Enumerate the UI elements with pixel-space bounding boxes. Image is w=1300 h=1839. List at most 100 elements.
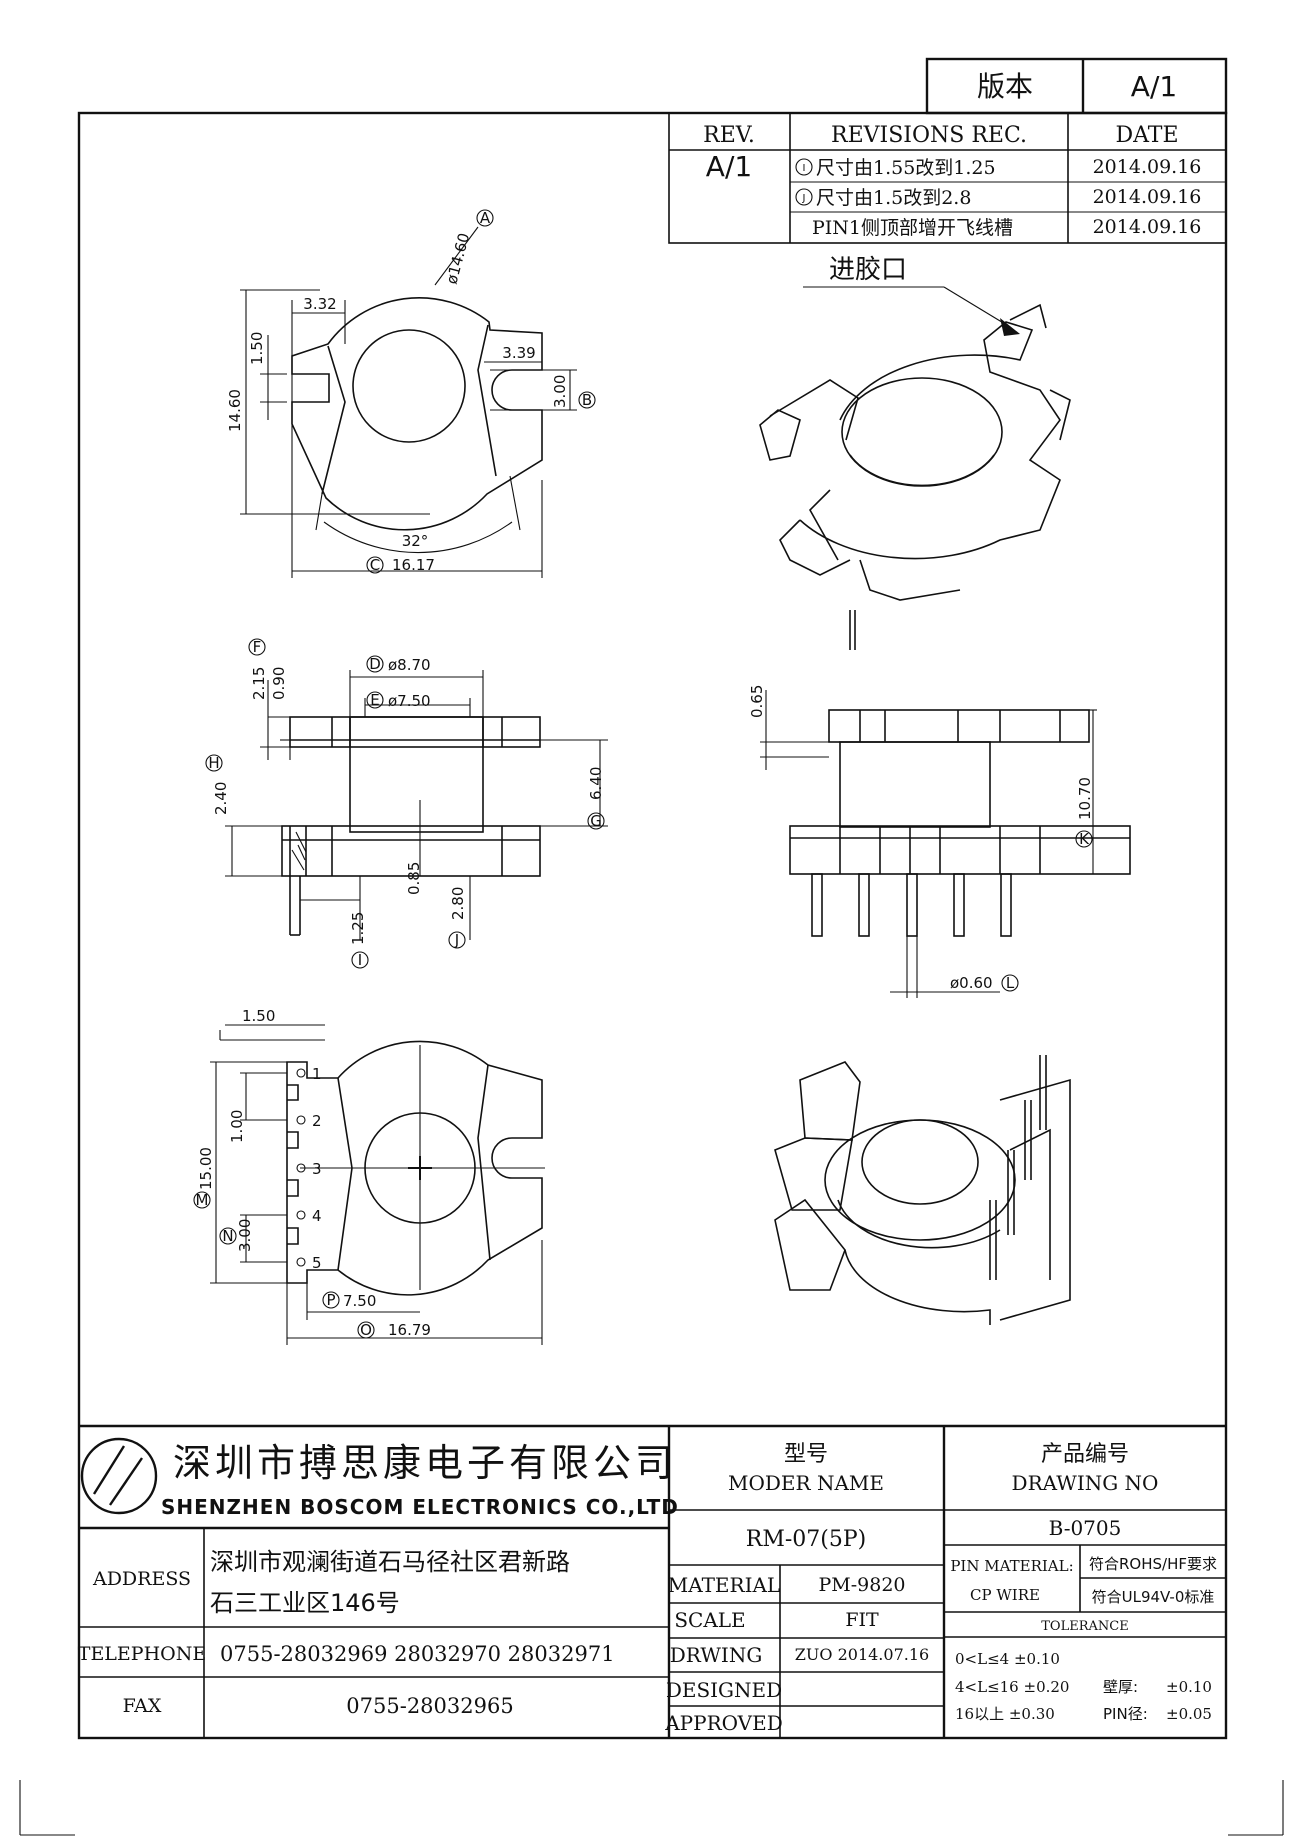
tolerance-row-1: 0<L≤4 ±0.10 [955,1650,1060,1668]
sheet-border [77,111,1228,1740]
dim-tag-M: M [196,1191,209,1209]
iso-view-top: 进胶口 [759,255,1071,650]
model-label-cn: 型号 [784,1442,828,1467]
revision-table: REV. REVISIONS REC. DATE A/1 I 尺寸由1.55改到… [668,112,1227,244]
tolerance-row-2: 4<L≤16 ±0.20 [955,1678,1069,1696]
bottom-view: 1 2 3 4 5 1.50 1.00 15.00 M 3. [193,1007,545,1345]
scale-label: SCALE [674,1608,745,1632]
dim-16-79: 16.79 [388,1321,431,1339]
pin-number-1: 1 [312,1065,322,1083]
wall-label: 壁厚: [1103,1678,1138,1696]
dim-14-60: 14.60 [226,389,244,432]
side-pins [811,873,1012,937]
dim-2-15: 2.15 [250,667,268,700]
company-logo [80,1437,158,1515]
version-value: A/1 [1131,70,1177,103]
rev-row1-date: 2014.09.16 [1093,156,1202,178]
dim-tag-D: D [369,655,381,673]
dim-tag-A: A [480,209,491,227]
dim-tag-I: I [358,951,362,969]
pin-material-label: PIN MATERIAL: [950,1557,1073,1575]
drawing-no-value: B-0705 [1049,1516,1122,1540]
telephone-value: 0755-28032969 28032970 28032971 [220,1642,615,1666]
gate-label: 进胶口 [829,255,907,285]
rev-row3-text: PIN1侧顶部增开飞线槽 [812,217,1013,239]
side-view: 0.65 10.70 K ø0.60 L [748,685,1131,998]
rev-id: A/1 [706,150,752,183]
dim-3-39: 3.39 [502,344,535,362]
drawing-value: ZUO 2014.07.16 [795,1645,929,1664]
dim-tag-C: C [370,556,380,574]
dim-1-25: 1.25 [349,912,367,945]
front-view: 2.15 F 0.90 D ø8.70 E ø7.50 2.40 H 6.40 … [205,638,608,969]
dim-tag-B: B [582,391,592,409]
dim-3-00-top: 3.00 [551,375,569,408]
pin-number-4: 4 [312,1207,322,1225]
pin-dia-value: ±0.05 [1166,1705,1212,1723]
iso-view-bottom [774,1055,1071,1325]
fax-value: 0755-28032965 [346,1694,513,1718]
model-value: RM-07(5P) [746,1527,866,1552]
dim-7-50-bottom: 7.50 [343,1292,376,1310]
version-box: 版本 A/1 [925,57,1228,115]
rev-row2-marker: J [802,193,806,204]
rev-row1-text: 尺寸由1.55改到1.25 [816,157,996,179]
pin-number-5: 5 [312,1254,322,1272]
dim-6-40: 6.40 [587,767,605,800]
dim-tag-N: N [222,1227,233,1245]
rev-row2-date: 2014.09.16 [1093,186,1202,208]
pin-holes [296,1068,306,1267]
rohs-note: 符合ROHS/HF要求 [1089,1555,1217,1573]
dim-tag-L: L [1006,974,1015,992]
dim-tag-G: G [590,812,602,830]
dim-dia-14-60: ø14.60 [442,231,473,286]
date-header: DATE [1115,123,1178,148]
dim-15-00: 15.00 [197,1147,215,1190]
material-label: MATERIAL [668,1573,780,1597]
dim-1-50-bottom: 1.50 [242,1007,275,1025]
dim-tag-H: H [208,754,219,772]
pin-number-3: 3 [312,1160,322,1178]
dim-0-90: 0.90 [270,667,288,700]
drawing-no-label-cn: 产品编号 [1041,1442,1129,1467]
dim-tag-E: E [370,691,379,709]
dim-3-00-bottom: 3.00 [236,1219,254,1252]
dim-3-32: 3.32 [303,295,336,313]
tolerance-row-3: 16以上 ±0.30 [955,1705,1055,1723]
tolerance-label: TOLERANCE [1041,1619,1128,1634]
material-value: PM-9820 [818,1574,905,1596]
pin-dia-label: PIN径: [1103,1705,1148,1723]
dim-tag-O: O [360,1321,372,1339]
approved-label: APPROVED [664,1711,783,1735]
pin-material-value: CP WIRE [970,1586,1040,1604]
dim-tag-K: K [1079,830,1090,848]
rev-row3-date: 2014.09.16 [1093,216,1202,238]
model-label-en: MODER NAME [728,1471,884,1495]
dim-tag-J: J [454,931,459,949]
dim-1-00: 1.00 [228,1110,246,1143]
rev-row2-text: 尺寸由1.5改到2.8 [816,187,971,209]
drawing-label: DRWING [670,1643,763,1667]
address-label: ADDRESS [92,1568,191,1590]
rev-row1-marker: I [803,163,806,174]
dim-0-85: 0.85 [405,862,423,895]
dim-2-80: 2.80 [449,887,467,920]
rec-header: REVISIONS REC. [831,123,1027,148]
dim-dia-0-60: ø0.60 [950,974,993,992]
ul-note: 符合UL94V-0标准 [1092,1588,1215,1606]
dim-10-70: 10.70 [1076,777,1094,820]
dim-tag-P: P [326,1291,335,1309]
dim-0-65: 0.65 [748,685,766,718]
designed-label: DESIGNED [666,1678,782,1702]
address-line-2: 石三工业区146号 [210,1589,400,1617]
rev-header: REV. [703,123,755,148]
title-block: 深圳市搏思康电子有限公司 SHENZHEN BOSCOM ELECTRONICS… [78,1424,1226,1738]
pin-number-2: 2 [312,1112,322,1130]
version-label: 版本 [977,70,1033,103]
dim-16-17: 16.17 [392,556,435,574]
fax-label: FAX [123,1695,162,1717]
company-name-en: SHENZHEN BOSCOM ELECTRONICS CO.,LTD [161,1495,679,1519]
address-line-1: 深圳市观澜街道石马径社区君新路 [210,1548,570,1576]
dim-tag-F: F [253,638,262,656]
dim-1-50-top: 1.50 [248,332,266,365]
